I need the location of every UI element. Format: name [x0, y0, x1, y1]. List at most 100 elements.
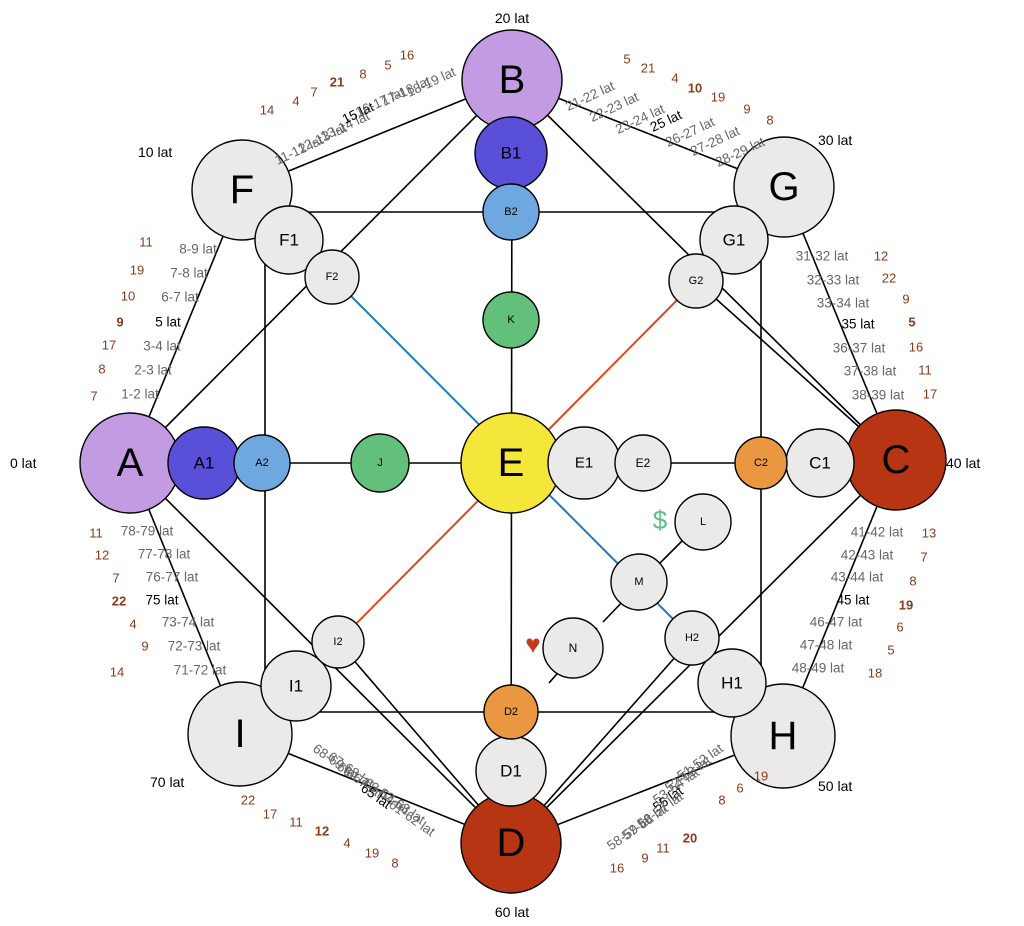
node-a2: A2	[233, 434, 291, 492]
segment-c_h-number-1: 7	[920, 550, 927, 565]
node-g2: G2	[668, 253, 724, 309]
segment-i_a-number-6: 11	[89, 526, 103, 541]
segment-g_c-number-6: 17	[923, 387, 937, 402]
node-label-h2: H2	[685, 632, 699, 644]
segment-h_d-number-0: 19	[754, 769, 768, 784]
node-circle-i1	[260, 650, 332, 722]
segment-c_h-year-5: 47-48 lat	[800, 638, 853, 653]
segment-d_i-number-1: 19	[365, 846, 379, 861]
segment-a_f-number-6: 11	[139, 235, 153, 250]
node-label-f1: F1	[279, 231, 299, 250]
node-d2: D2	[483, 684, 539, 740]
segment-h_d-year-6: 58-59 lat	[604, 811, 656, 854]
segment-g_c-year-2: 33-34 lat	[817, 296, 870, 311]
node-b1: B1	[474, 116, 548, 190]
segment-i_a-year-3: 75 lat	[145, 593, 178, 608]
node-g: G	[733, 136, 835, 238]
node-j: J	[350, 433, 410, 493]
segment-f_b-number-4: 8	[359, 67, 366, 82]
node-h: H	[730, 683, 836, 789]
segment-d_i-number-3: 12	[315, 824, 329, 839]
segment-c_h-number-4: 6	[896, 620, 903, 635]
heart-icon: ♥	[525, 629, 540, 659]
segment-a_f-number-4: 10	[121, 289, 135, 304]
node-circle-l	[674, 493, 732, 551]
node-label-e2: E2	[636, 456, 651, 470]
node-circle-g2	[668, 253, 724, 309]
segment-b_g-number-0: 5	[623, 52, 630, 67]
node-d: D	[460, 792, 562, 894]
segment-i_a-number-0: 14	[110, 665, 124, 680]
node-label-e: E	[498, 441, 525, 485]
node-circle-f1	[254, 205, 324, 275]
node-label-d: D	[497, 821, 526, 865]
segment-g_c-year-4: 36-37 lat	[833, 341, 886, 356]
node-circle-n	[542, 617, 604, 679]
segment-i_a-year-6: 78-79 lat	[121, 524, 174, 539]
segment-a_f-number-5: 19	[130, 263, 144, 278]
node-b: B	[461, 29, 563, 131]
node-circle-j	[350, 433, 410, 493]
segment-b_g-number-2: 4	[671, 71, 678, 86]
node-label-a: A	[117, 441, 144, 485]
segment-a_f-year-6: 8-9 lat	[179, 242, 217, 257]
segment-h_d-number-1: 6	[736, 781, 743, 796]
node-h2: H2	[664, 610, 720, 666]
segment-a_f-number-1: 8	[98, 362, 105, 377]
segment-f_b-number-1: 4	[292, 94, 299, 109]
segment-a_f-year-0: 1-2 lat	[121, 387, 159, 402]
node-label-i2: I2	[333, 636, 342, 648]
segment-f_b-number-3: 21	[330, 75, 344, 90]
segment-d_i-number-4: 11	[289, 815, 303, 830]
segment-c_h-year-3: 45 lat	[836, 593, 869, 608]
segment-g_c-number-5: 11	[918, 363, 932, 378]
age-label-d: 60 lat	[495, 904, 529, 920]
node-c1: C1	[785, 428, 855, 498]
segment-g_c-year-1: 32-33 lat	[807, 273, 860, 288]
segment-i_a-number-1: 9	[141, 639, 148, 654]
segment-a_f-year-2: 3-4 lat	[143, 339, 181, 354]
node-label-b2: B2	[504, 206, 517, 218]
segment-b_g-number-4: 19	[711, 90, 725, 105]
segment-d_i-number-5: 17	[263, 807, 277, 822]
node-e: E	[460, 412, 562, 514]
node-circle-b2	[482, 183, 540, 241]
node-label-d1: D1	[500, 762, 522, 781]
node-label-b: B	[499, 58, 526, 102]
age-label-i: 70 lat	[150, 774, 184, 790]
segment-c_h-number-2: 8	[909, 574, 916, 589]
node-circle-h	[730, 683, 836, 789]
age-label-c: 40 lat	[946, 455, 980, 471]
segment-c_h-year-6: 48-49 lat	[792, 661, 845, 676]
segment-c_h-year-1: 42-43 lat	[841, 548, 894, 563]
age-label-f: 10 lat	[138, 144, 172, 160]
segment-g_c-year-0: 31-32 lat	[796, 249, 849, 264]
node-label-m: M	[634, 576, 643, 588]
node-circle-m	[610, 553, 668, 611]
node-circle-h2	[664, 610, 720, 666]
segment-a_f-number-3: 9	[116, 315, 123, 330]
segment-a_f-year-1: 2-3 lat	[134, 363, 172, 378]
node-i1: I1	[260, 650, 332, 722]
segment-h_d-number-5: 9	[641, 851, 648, 866]
node-f2: F2	[304, 249, 360, 305]
segment-a_f-year-5: 7-8 lat	[170, 266, 208, 281]
node-label-a1: A1	[194, 454, 215, 473]
node-label-g: G	[768, 165, 799, 209]
segment-c_h-year-2: 43-44 lat	[831, 570, 884, 585]
segment-c_h-year-0: 41-42 lat	[851, 525, 904, 540]
node-circle-g	[733, 136, 835, 238]
age-label-a: 0 lat	[10, 455, 37, 471]
node-label-f: F	[230, 168, 254, 212]
node-b2: B2	[482, 183, 540, 241]
node-label-f2: F2	[326, 271, 339, 283]
segment-g_c-number-2: 9	[902, 292, 909, 307]
node-label-l: L	[700, 516, 706, 528]
node-label-d2: D2	[504, 706, 518, 718]
node-g1: G1	[699, 205, 769, 275]
node-a: A	[79, 412, 181, 514]
node-label-e1: E1	[575, 455, 593, 472]
segment-g_c-number-0: 12	[874, 249, 888, 264]
node-m: M	[610, 553, 668, 611]
segment-d_i-number-0: 8	[391, 856, 398, 871]
